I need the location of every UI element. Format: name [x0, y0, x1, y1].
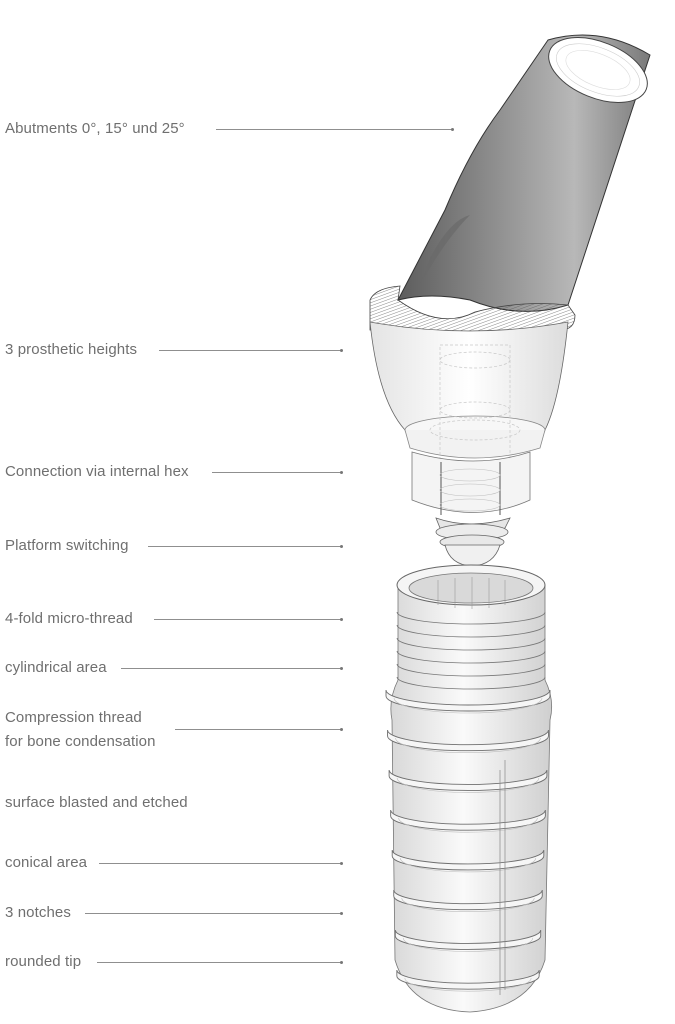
label-micro-thread: 4-fold micro-thread — [5, 610, 133, 627]
thread-root — [398, 817, 538, 833]
label-surface: surface blasted and etched — [5, 794, 188, 811]
thread-flange — [387, 729, 549, 752]
abutment-collar — [369, 285, 576, 466]
abutment-post — [397, 34, 651, 312]
thread-flange — [390, 809, 546, 831]
leader-dot-cylindrical-area — [340, 667, 343, 670]
leader-dot-rounded-tip — [340, 961, 343, 964]
label-abutments: Abutments 0°, 15° und 25° — [5, 120, 185, 137]
leader-line-compression-thread — [175, 729, 341, 730]
micro-thread-ring — [396, 637, 546, 651]
micro-thread-ring — [396, 624, 546, 638]
label-compression-thread-line-2: for bone condensation — [5, 733, 156, 750]
thread-flange — [385, 689, 551, 712]
thread-root — [393, 697, 543, 714]
micro-thread-ring — [396, 676, 546, 690]
leader-dot-compression-thread — [340, 728, 343, 731]
leader-line-abutments — [216, 129, 452, 130]
thread-flange — [388, 769, 548, 791]
label-compression-thread-line-1: Compression thread — [5, 709, 142, 726]
label-notches: 3 notches — [5, 904, 71, 921]
label-compression-thread: Compression thread for bone condensation — [5, 706, 195, 754]
leader-dot-conical-area — [340, 862, 343, 865]
internal-hex-connection — [411, 451, 531, 534]
leader-dot-prosthetic-heights — [340, 349, 343, 352]
leader-dot-abutments — [451, 128, 454, 131]
label-conical-area: conical area — [5, 854, 88, 871]
label-internal-hex: Connection via internal hex — [5, 463, 189, 480]
micro-thread-ring — [396, 611, 546, 625]
implant-threads — [385, 611, 551, 992]
label-rounded-tip: rounded tip — [5, 953, 82, 970]
thread-root — [404, 977, 532, 992]
leader-line-conical-area — [99, 863, 341, 864]
leader-line-notches — [85, 913, 341, 914]
leader-line-platform-switching — [148, 546, 341, 547]
thread-flange — [394, 929, 542, 950]
thread-root — [396, 777, 540, 793]
leader-line-internal-hex — [212, 472, 341, 473]
thread-root — [401, 897, 535, 912]
thread-root — [399, 857, 537, 873]
label-platform-switching: Platform switching — [5, 537, 129, 554]
label-cylindrical-area: cylindrical area — [5, 659, 107, 676]
micro-thread-ring — [396, 650, 546, 664]
thread-root — [402, 937, 534, 952]
leader-dot-platform-switching — [340, 545, 343, 548]
thread-flange — [396, 969, 540, 990]
leader-dot-micro-thread — [340, 618, 343, 621]
thread-flange — [391, 849, 545, 871]
thread-root — [395, 737, 541, 754]
leader-line-prosthetic-heights — [159, 350, 341, 351]
label-prosthetic-heights: 3 prosthetic heights — [5, 341, 138, 358]
implant-body — [385, 564, 553, 1013]
platform-switching-tip — [435, 523, 509, 567]
leader-dot-internal-hex — [340, 471, 343, 474]
leader-line-micro-thread — [154, 619, 341, 620]
leader-line-cylindrical-area — [121, 668, 341, 669]
leader-line-rounded-tip — [97, 962, 341, 963]
micro-thread-ring — [396, 663, 546, 677]
leader-dot-notches — [340, 912, 343, 915]
notches — [499, 760, 506, 995]
